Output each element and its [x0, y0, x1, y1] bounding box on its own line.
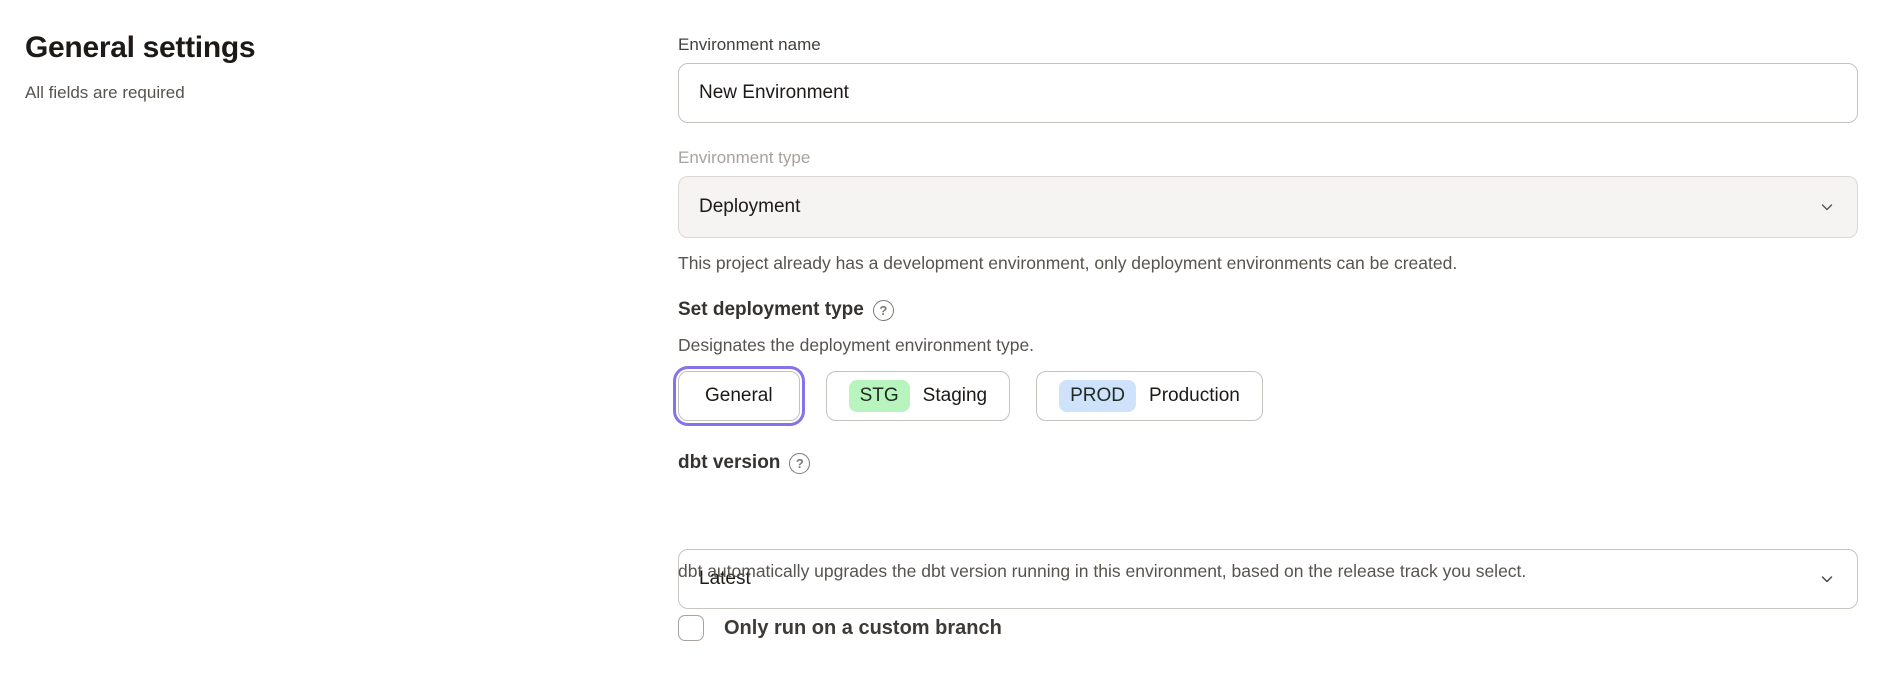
- chevron-down-icon: [1819, 199, 1835, 215]
- help-icon[interactable]: ?: [789, 452, 811, 474]
- chevron-down-icon: [1819, 571, 1835, 587]
- deployment-type-production-button[interactable]: PROD Production: [1036, 371, 1263, 421]
- environment-type-label: Environment type: [678, 148, 811, 167]
- page-subtitle: All fields are required: [25, 83, 185, 102]
- deployment-type-header: Set deployment type ?: [678, 297, 894, 323]
- deployment-type-options: General STG Staging PROD Production: [678, 371, 1263, 421]
- environment-type-value: Deployment: [699, 196, 801, 217]
- environment-type-helper: This project already has a development e…: [678, 253, 1458, 273]
- production-badge: PROD: [1059, 380, 1137, 412]
- staging-button-label: Staging: [922, 385, 988, 406]
- help-icon[interactable]: ?: [872, 299, 894, 321]
- custom-branch-row: Only run on a custom branch: [678, 615, 1002, 641]
- custom-branch-label: Only run on a custom branch: [724, 616, 1002, 639]
- general-button-label: General: [705, 385, 773, 406]
- environment-type-select: Deployment: [678, 176, 1858, 238]
- deployment-type-helper: Designates the deployment environment ty…: [678, 335, 1035, 355]
- dbt-version-select[interactable]: Latest: [678, 549, 1858, 609]
- settings-header: General settings All fields are required: [25, 28, 525, 105]
- dbt-version-header: dbt version ?: [678, 450, 811, 476]
- dbt-version-helper: dbt automatically upgrades the dbt versi…: [678, 561, 1527, 581]
- custom-branch-checkbox[interactable]: [678, 615, 704, 641]
- deployment-type-label: Set deployment type: [678, 299, 864, 320]
- deployment-type-staging-button[interactable]: STG Staging: [825, 371, 1011, 421]
- page-title: General settings: [25, 31, 256, 64]
- environment-form: Environment name Environment type Deploy…: [678, 0, 1858, 678]
- deployment-type-general-button[interactable]: General: [678, 371, 800, 421]
- dbt-version-value: Latest: [699, 568, 751, 589]
- production-button-label: Production: [1149, 385, 1240, 406]
- dbt-version-label: dbt version: [678, 452, 781, 473]
- environment-name-label: Environment name: [678, 35, 821, 54]
- staging-badge: STG: [848, 380, 910, 412]
- environment-name-input[interactable]: [678, 63, 1858, 123]
